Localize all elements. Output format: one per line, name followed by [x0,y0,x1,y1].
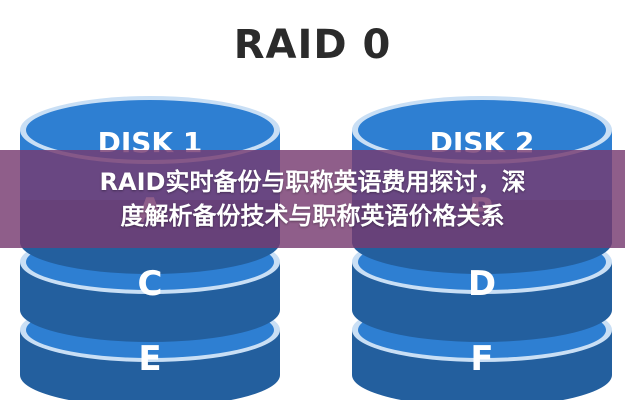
block-e: E [138,339,161,379]
banner-line-2: 度解析备份技术与职称英语价格关系 [120,202,505,230]
block-d: D [468,264,496,304]
disk-1-stack: DISK 1 A C E [20,96,280,400]
caption-banner [0,150,625,248]
banner-caption: RAID实时备份与职称英语费用探讨，深 度解析备份技术与职称英语价格关系 [0,165,625,233]
diagram-title: RAID 0 [233,22,392,68]
banner-line-1: RAID实时备份与职称英语费用探讨，深 [99,168,526,196]
disk-2-stack: DISK 2 B D F [352,96,612,400]
block-c: C [138,264,163,304]
block-f: F [470,339,493,379]
